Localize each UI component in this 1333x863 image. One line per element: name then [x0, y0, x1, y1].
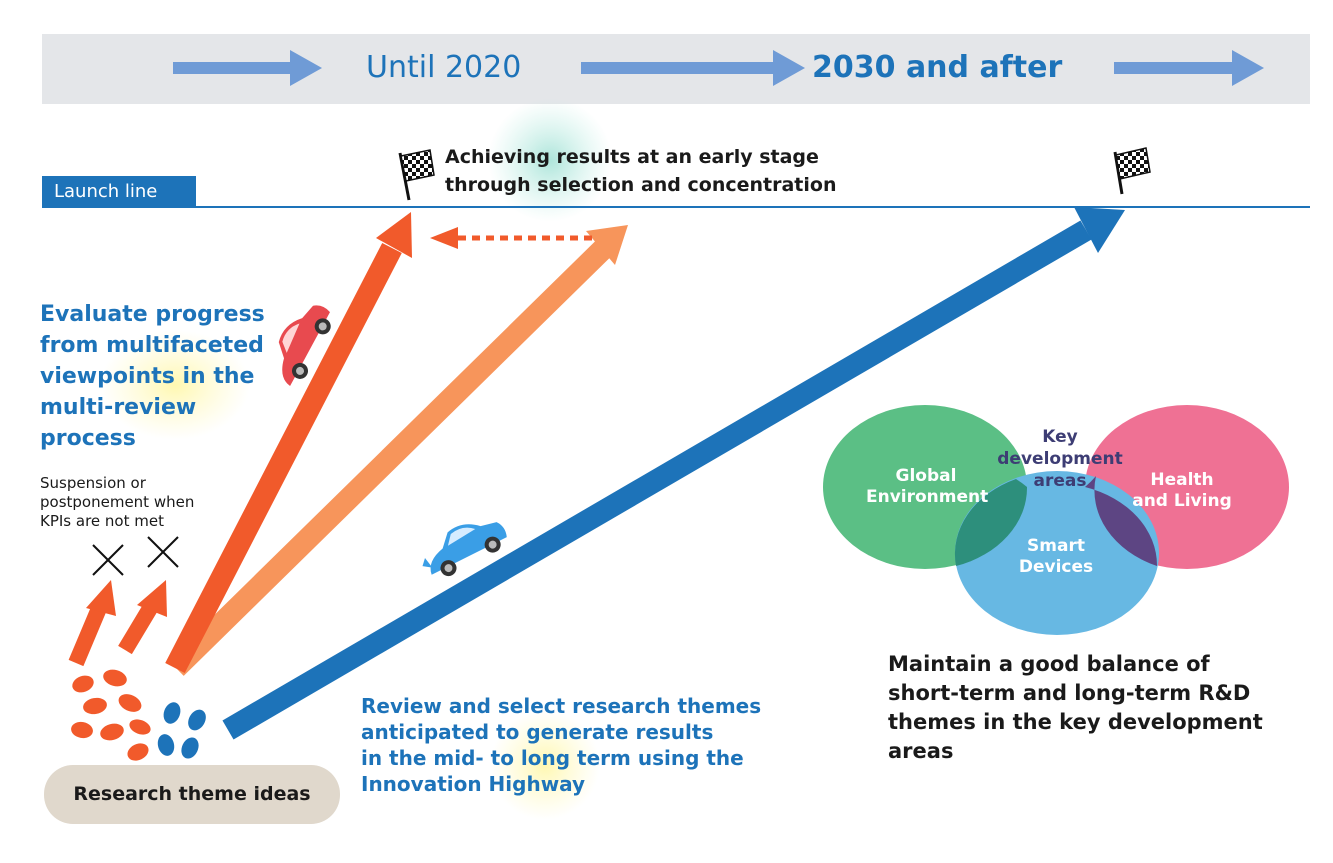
- teal-glow: [488, 98, 612, 222]
- long-term-arrow: [222, 207, 1125, 740]
- venn-overlap-health-smart: [1085, 476, 1158, 566]
- checkered-flag-icon: [398, 149, 435, 201]
- banner-arrow-1: [173, 50, 322, 86]
- venn-label-key-areas: Key development areas: [997, 427, 1123, 491]
- suspension-text: Suspension or postponement when KPIs are…: [40, 474, 195, 530]
- yellow-glow-bottom: [490, 710, 600, 820]
- research-ideas-pill: [44, 765, 340, 824]
- idea-seeds: [71, 669, 206, 761]
- venn-overlap-global-smart: [954, 479, 1028, 566]
- venn-label-smart: Smart Devices: [1018, 536, 1094, 577]
- cross-mark-icon: [92, 544, 124, 576]
- review-select-text: Review and select research themes antici…: [361, 694, 762, 796]
- cross-mark-icon-2: [147, 536, 179, 568]
- rejected-arrow-1: [68, 580, 116, 667]
- dashed-back-arrow: [430, 227, 592, 249]
- banner-arrow-2: [581, 50, 805, 86]
- balance-text: Maintain a good balance of short-term an…: [888, 652, 1263, 763]
- blue-car-icon: [422, 522, 507, 577]
- yellow-glow-left: [100, 330, 250, 440]
- checkered-flag-icon-2: [1113, 147, 1151, 195]
- early-results-text: Achieving results at an early stage thro…: [445, 146, 837, 196]
- mid-term-arrow: [168, 225, 628, 676]
- launch-line-label: Launch line: [42, 176, 196, 207]
- venn-label-health: Health and Living: [1132, 470, 1232, 511]
- research-ideas-label: Research theme ideas: [73, 783, 311, 805]
- era-label-until-2020: Until 2020: [366, 50, 522, 85]
- evaluate-progress-text: Evaluate progress from multifaceted view…: [40, 302, 265, 451]
- era-label-2030-and-after: 2030 and after: [812, 50, 1063, 85]
- rejected-arrow-2: [118, 580, 167, 655]
- venn-diagram: [823, 405, 1289, 635]
- red-car-icon: [278, 305, 331, 387]
- banner-arrow-3: [1114, 50, 1264, 86]
- venn-label-global: Global Environment: [866, 466, 989, 507]
- short-term-arrow: [165, 212, 412, 674]
